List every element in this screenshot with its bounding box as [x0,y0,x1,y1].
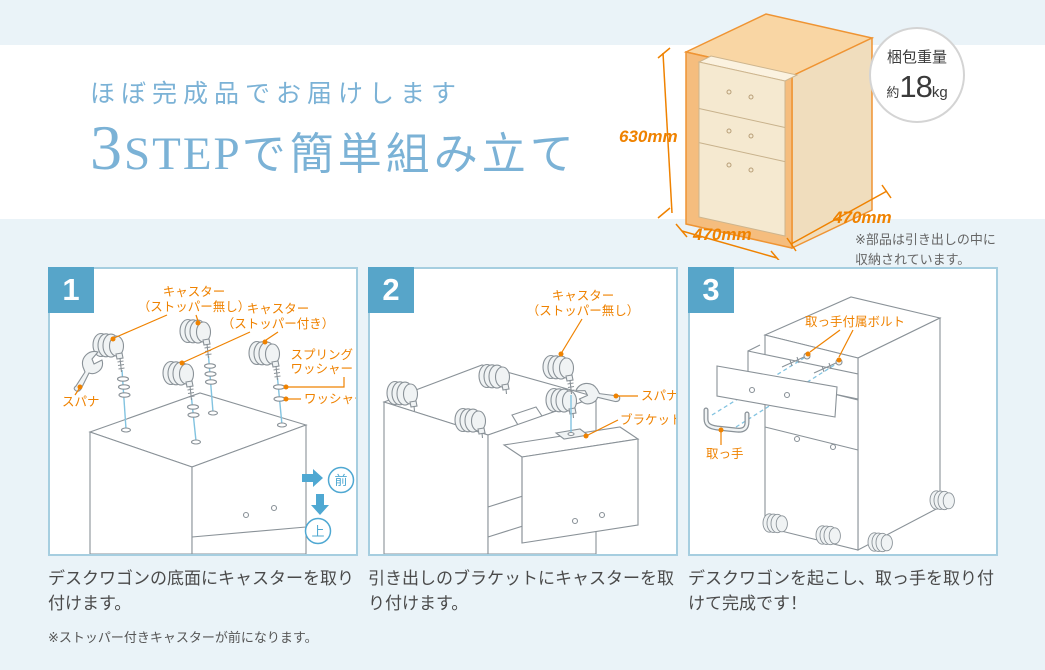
weight-approx: 約 [886,84,900,100]
package-weight-badge: 梱包重量 約 18 kg [869,27,965,123]
caster-icon [867,532,893,553]
label-caster-no-stopper: キャスター [552,289,615,303]
weight-unit: kg [931,83,948,101]
weight-title: 梱包重量 [886,48,947,66]
step-2: キャスター （ストッパー無し） スパナ ブラケット 2 引き出しのブラケットにキ… [368,267,678,646]
label-handle-bolts: 取っ手付属ボルト [805,315,905,329]
label-washer: ワッシャー [304,392,356,406]
package-illustration: 630mm 470mm 470mm [619,13,892,260]
step-1-note: ※ストッパー付きキャスターが前になります。 [48,630,318,646]
weight-value: 18 [899,68,932,104]
step-3-panel: 取っ手付属ボルト 取っ手 3 [688,267,998,556]
step-1: キャスター （ストッパー無し） キャスター （ストッパー付き） スプリング ワッ… [48,267,358,646]
heading-step-count: 3 [90,112,122,183]
heading-subtitle: ほぼ完成品でお届けします [90,81,463,108]
svg-text:（ストッパー無し）: （ストッパー無し） [138,299,251,314]
label-handle: 取っ手 [706,447,744,461]
front-direction-label: 前 [334,473,347,488]
step-3: 取っ手付属ボルト 取っ手 3 デスクワゴンを起こし、取っ手を取り付けて完成です！ [688,267,998,646]
caster-icon [163,362,195,401]
step-3-number-badge: 3 [688,267,734,313]
step-2-number-badge: 2 [368,267,414,313]
label-wrench: スパナ [641,389,676,403]
heading-step-word: STEP [124,128,242,180]
label-wrench: スパナ [62,395,100,409]
step-2-panel: キャスター （ストッパー無し） スパナ ブラケット 2 [368,267,678,556]
package-width-label: 470mm [832,208,892,227]
caster-icon [929,490,955,511]
step-1-caption: デスクワゴンの底面にキャスターを取り付けます。 [48,569,354,613]
step-3-caption: デスクワゴンを起こし、取っ手を取り付けて完成です！ [688,569,994,613]
step-2-caption: 引き出しのブラケットにキャスターを取り付けます。 [368,569,674,613]
package-height-label: 630mm [619,127,678,146]
package-depth-label: 470mm [692,225,752,244]
step-1-panel: キャスター （ストッパー無し） キャスター （ストッパー付き） スプリング ワッ… [48,267,358,556]
step-1-number-badge: 1 [48,267,94,313]
label-caster-stopper: キャスター [247,302,310,316]
page-heading: ほぼ完成品でお届けします 3 STEP で簡単組み立て [90,74,578,182]
handle-part [703,407,750,433]
heading-title-suffix: で簡単組み立て [241,130,578,179]
step-3-illustration: 取っ手付属ボルト 取っ手 [703,296,955,553]
caster-icon [249,342,281,381]
caster-icon [815,525,841,546]
steps-row: キャスター （ストッパー無し） キャスター （ストッパー付き） スプリング ワッ… [48,267,998,646]
step-2-illustration: キャスター （ストッパー無し） スパナ ブラケット [382,289,676,554]
label-bracket: ブラケット [620,412,676,427]
label-caster-no-stopper: キャスター [163,285,226,299]
front-direction-arrow-icon [302,469,323,487]
step-1-illustration: キャスター （ストッパー無し） キャスター （ストッパー付き） スプリング ワッ… [62,285,356,554]
package-note: ※部品は引き出しの中に 収納されています。 [855,232,996,268]
heading-title: 3 STEP で簡単組み立て [90,116,578,182]
cabinet-front [698,61,786,237]
svg-text:ワッシャー: ワッシャー [290,362,353,376]
label-spring-washer: スプリング [290,348,353,362]
svg-text:（ストッパー付き）: （ストッパー付き） [222,317,335,331]
svg-text:（ストッパー無し）: （ストッパー無し） [527,303,640,318]
up-direction-arrow-icon [311,494,329,515]
caster-icon [762,513,788,534]
up-direction-label: 上 [311,524,324,539]
